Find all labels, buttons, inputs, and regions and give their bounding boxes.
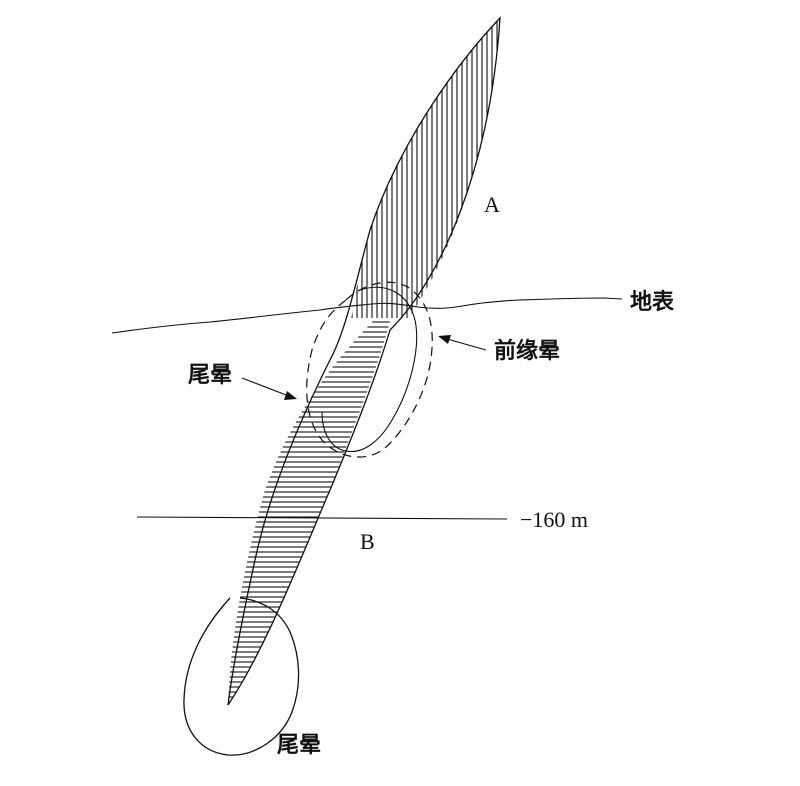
surface-label: 地表 [630, 290, 675, 315]
depth-label: −160 m [520, 507, 588, 532]
point-a-label: A [484, 192, 500, 217]
ore-body-outline [227, 16, 501, 706]
upper-tail-halo [321, 286, 418, 452]
ore-body-lower-part [228, 318, 391, 705]
front-halo [306, 281, 433, 458]
tail-halo-arrow [241, 377, 297, 400]
lower-tail-halo [183, 597, 300, 756]
point-b-label: B [360, 529, 375, 554]
depth-level-line [136, 516, 508, 520]
lower-tail-halo-label: 尾晕 [277, 733, 321, 758]
front-halo-label: 前缘晕 [494, 338, 560, 364]
upper-tail-halo-label: 尾晕 [188, 363, 232, 388]
front-halo-arrow [438, 335, 487, 351]
ore-body-upper-part [351, 18, 500, 318]
